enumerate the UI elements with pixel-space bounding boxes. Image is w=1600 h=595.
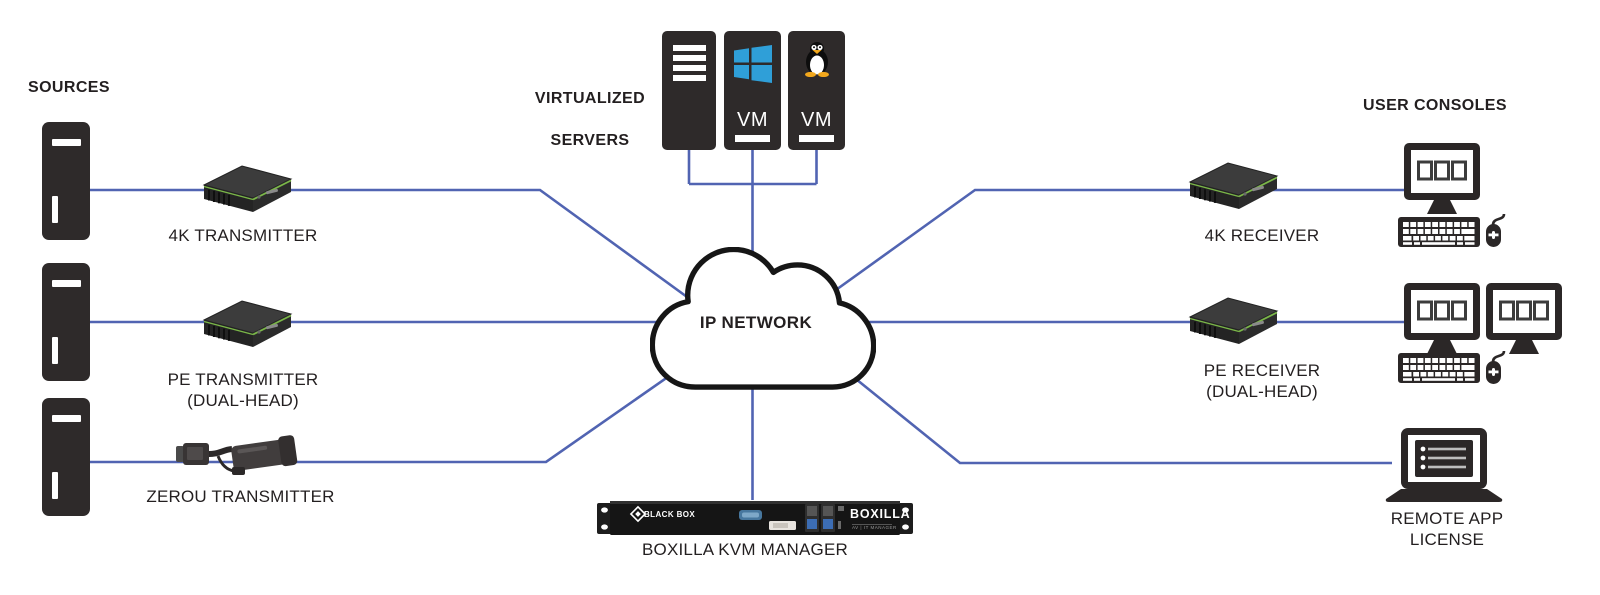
source-tower-icon-2 xyxy=(42,263,90,381)
sources-heading: SOURCES xyxy=(28,79,110,96)
remote-app-license-label: REMOTE APP LICENSE xyxy=(1390,509,1504,549)
remote-app-laptop-icon xyxy=(1383,428,1505,502)
windows-vm-tower: VM xyxy=(724,31,781,150)
pe-receiver-label: PE RECEIVER (DUAL-HEAD) xyxy=(1203,361,1321,401)
console1-monitor-icon xyxy=(1404,143,1482,215)
boxilla-product-text: BOXILLA xyxy=(850,507,911,521)
4k-receiver-label: 4K RECEIVER xyxy=(1204,226,1320,245)
boxilla-rack-unit: BLACK BOX BOXILLA AV | IT MANAGER xyxy=(597,498,913,538)
ip-network-label: IP NETWORK xyxy=(699,313,813,332)
console2-keyboard-icon xyxy=(1398,353,1480,383)
4k-transmitter-label: 4K TRANSMITTER xyxy=(168,226,318,245)
vm-badge: VM xyxy=(801,109,832,131)
zerou-transmitter-label: ZEROU TRANSMITTER xyxy=(146,487,335,506)
console1-mouse-icon xyxy=(1485,212,1507,248)
4k-transmitter-icon xyxy=(196,158,296,216)
pe-receiver-icon xyxy=(1182,290,1282,348)
virtualized-servers-line1: VIRTUALIZED xyxy=(534,90,646,107)
vm-badge: VM xyxy=(737,109,768,131)
boxilla-kvm-manager-label: BOXILLA KVM MANAGER xyxy=(642,540,848,559)
console2-monitor-left-icon xyxy=(1404,283,1482,355)
console1-keyboard-icon xyxy=(1398,217,1480,247)
virtualized-servers-line2: SERVERS xyxy=(550,132,630,149)
blackbox-brand-text: BLACK BOX xyxy=(644,510,696,519)
linux-vm-tower: VM xyxy=(788,31,845,150)
pe-transmitter-icon xyxy=(196,293,296,351)
4k-receiver-icon xyxy=(1182,155,1282,213)
pe-transmitter-label: PE TRANSMITTER (DUAL-HEAD) xyxy=(167,370,319,410)
boxilla-subtitle-text: AV | IT MANAGER xyxy=(852,525,897,530)
user-consoles-heading: USER CONSOLES xyxy=(1363,97,1507,114)
virtualized-servers-heading: VIRTUALIZED SERVERS xyxy=(510,67,670,172)
console2-mouse-icon xyxy=(1485,349,1507,385)
windows-logo-icon xyxy=(734,45,772,83)
linux-tux-icon xyxy=(803,41,831,77)
zerou-transmitter-icon xyxy=(176,430,306,482)
console2-monitor-right-icon xyxy=(1486,283,1564,355)
source-tower-icon-3 xyxy=(42,398,90,516)
rack-server-icon xyxy=(662,31,716,150)
source-tower-icon-1 xyxy=(42,122,90,240)
